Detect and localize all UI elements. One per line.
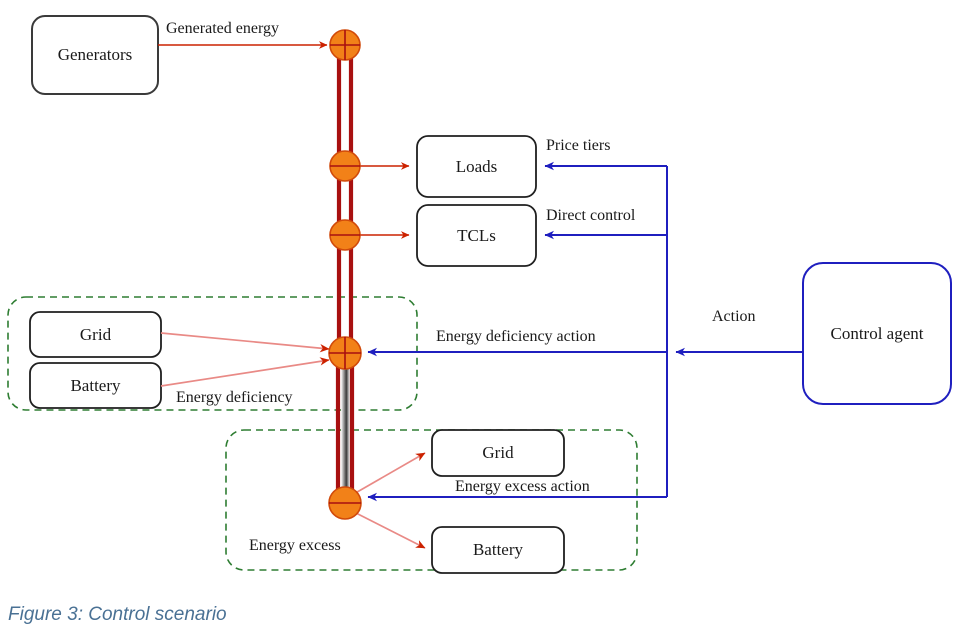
region-energy-excess-label: Energy excess <box>249 537 341 554</box>
edge-bus-to-excess-grid <box>351 452 426 496</box>
junction-loads[interactable] <box>329 150 361 182</box>
energy-bus-upper <box>336 44 354 356</box>
energy-bus-lower <box>335 356 355 503</box>
control-signal-network <box>367 161 803 502</box>
edge-deficiency-grid-to-bus <box>160 332 330 353</box>
node-deficiency-grid[interactable] <box>29 311 162 358</box>
edge-action-label: Action <box>712 308 756 325</box>
junction-tcls[interactable] <box>329 219 361 251</box>
edge-energy-excess-action-label: Energy excess action <box>455 478 590 495</box>
edge-direct-control-label: Direct control <box>546 207 636 224</box>
node-tcls[interactable] <box>416 204 537 267</box>
junction-energy-deficiency[interactable] <box>328 336 362 370</box>
region-energy-deficiency-label: Energy deficiency <box>176 389 293 406</box>
junction-energy-excess[interactable] <box>328 486 362 520</box>
region-energy-deficiency <box>7 296 418 411</box>
edge-price-tiers-label: Price tiers <box>546 137 611 154</box>
region-energy-excess <box>225 429 638 571</box>
edge-generated-energy-label: Generated energy <box>166 20 279 37</box>
node-generators[interactable] <box>31 15 159 95</box>
node-excess-grid[interactable] <box>431 429 565 477</box>
edge-energy-deficiency-action-label: Energy deficiency action <box>436 328 596 345</box>
edge-bus-to-excess-battery <box>351 510 426 549</box>
node-loads[interactable] <box>416 135 537 198</box>
node-excess-battery[interactable] <box>431 526 565 574</box>
figure-caption: Figure 3: Control scenario <box>8 604 227 625</box>
edge-deficiency-battery-to-bus <box>160 357 330 387</box>
junction-generation[interactable] <box>329 29 361 61</box>
node-control-agent[interactable] <box>802 262 952 405</box>
node-deficiency-battery[interactable] <box>29 362 162 409</box>
